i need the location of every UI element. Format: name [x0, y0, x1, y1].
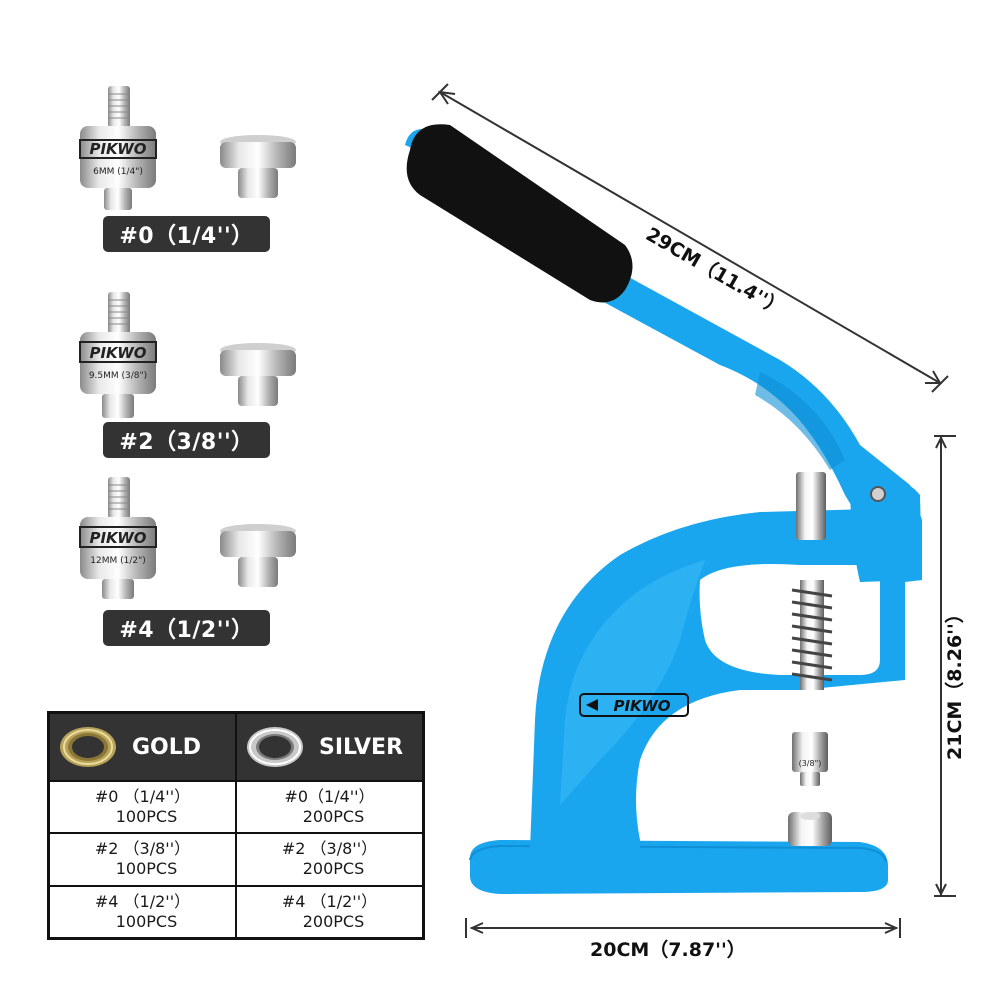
table-header-gold: GOLD [50, 714, 237, 780]
svg-text:PIKWO: PIKWO [89, 529, 146, 547]
grommet-quantity-table: GOLD SILVER #0 （1/4''）100PCS #0（1/4''）20… [47, 711, 425, 940]
table-cell-gold-4: #4 （1/2''）100PCS [50, 884, 237, 937]
gold-label: GOLD [132, 734, 202, 760]
base-width-dimension: 20CM（7.87''） [590, 939, 746, 961]
svg-text:PIKWO: PIKWO [89, 344, 146, 362]
svg-text:9.5MM (3/8"): 9.5MM (3/8") [89, 371, 147, 381]
table-cell-silver-2: #2 （3/8''）200PCS [237, 832, 422, 884]
height-dimension: 21CM（8.26''） [944, 604, 966, 760]
silver-label: SILVER [319, 734, 404, 760]
svg-text:(3/8"): (3/8") [799, 759, 822, 768]
svg-text:PIKWO: PIKWO [613, 697, 670, 715]
anvil-die-icon [220, 524, 296, 587]
punch-die-icon: PIKWO 9.5MM (3/8") [79, 292, 157, 418]
gold-grommet-icon [60, 727, 116, 767]
table-cell-gold-0: #0 （1/4''）100PCS [50, 780, 237, 833]
table-header-silver: SILVER [237, 714, 422, 780]
press-ram: (3/8") [788, 472, 833, 846]
punch-die-icon: PIKWO 12MM (1/2") [79, 477, 157, 599]
die-set-0: PIKWO 6MM (1/4") #0（1/4''） [70, 84, 320, 264]
anvil-die [788, 812, 832, 846]
anvil-die-icon [220, 343, 296, 406]
size-badge: #0（1/4''） [103, 216, 270, 252]
die-set-2: PIKWO 9.5MM (3/8") #2（3/8''） [70, 290, 320, 470]
table-cell-gold-2: #2 （3/8''）100PCS [50, 832, 237, 885]
size-badge: #2（3/8''） [103, 422, 270, 458]
press-base [469, 840, 888, 894]
size-badge: #4（1/2''） [103, 610, 270, 646]
die-set-4: PIKWO 12MM (1/2") #4（1/2''） [70, 475, 320, 655]
dimension-lines [431, 83, 956, 938]
foam-grip [406, 124, 633, 303]
table-cell-silver-0: #0（1/4''）200PCS [237, 780, 422, 832]
table-cell-silver-4: #4 （1/2''）200PCS [237, 884, 422, 937]
svg-text:6MM (1/4"): 6MM (1/4") [93, 167, 143, 177]
svg-text:PIKWO: PIKWO [89, 140, 146, 158]
anvil-die-icon [220, 135, 296, 198]
silver-grommet-icon [247, 727, 303, 767]
press-handle [405, 124, 922, 582]
svg-text:12MM (1/2"): 12MM (1/2") [90, 556, 146, 566]
punch-die-icon: PIKWO 6MM (1/4") [79, 86, 157, 210]
